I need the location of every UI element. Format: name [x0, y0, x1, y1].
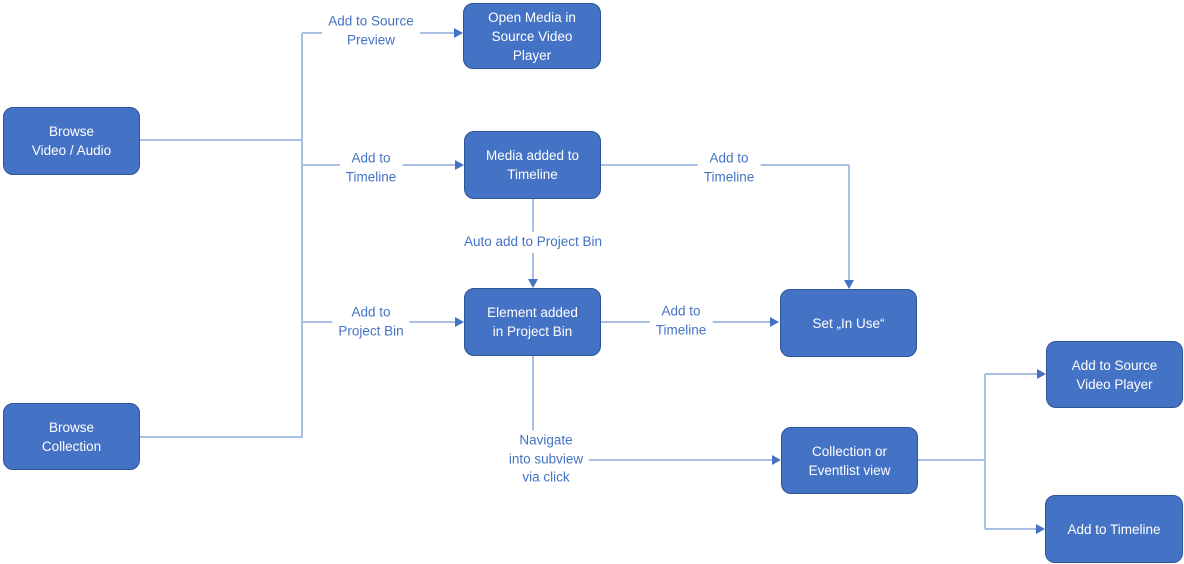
arrowhead-icon-into-open-media: [454, 27, 463, 38]
edge-label-auto-add-to-project-bin: Auto add to Project Bin: [457, 231, 609, 253]
connector-segment-right-branch-up: [985, 373, 1039, 375]
node-collection-eventlist-view: Collection or Eventlist view: [781, 427, 918, 494]
node-set-in-use: Set „In Use“: [780, 289, 917, 357]
connector-segment-collection-right: [918, 459, 986, 461]
node-browse-video-audio: Browse Video / Audio: [3, 107, 140, 175]
connector-segment-element-down: [532, 356, 534, 460]
connector-segment-trunk-vertical: [301, 33, 303, 437]
edge-label-navigate-into-subview: Navigate into subview via click: [502, 430, 590, 488]
edge-label-add-to-timeline-branch: Add to Timeline: [339, 148, 403, 188]
arrowhead-icon-into-element-added: [455, 316, 464, 327]
connector-segment-set-in-use-down: [848, 165, 850, 282]
connector-segment-browse-video-connector: [140, 139, 303, 141]
edge-label-add-to-project-bin: Add to Project Bin: [332, 302, 410, 342]
arrowhead-icon-into-add-timeline: [1036, 523, 1045, 534]
connector-segment-browse-collection-connector: [140, 436, 303, 438]
arrowhead-icon-into-element-from-top: [527, 279, 538, 288]
arrowhead-icon-into-media-added: [455, 159, 464, 170]
arrowhead-icon-into-set-in-use-left: [770, 316, 779, 327]
connector-segment-right-branch-vertical: [984, 374, 986, 529]
node-media-added-timeline: Media added to Timeline: [464, 131, 601, 199]
node-element-added-project-bin: Element added in Project Bin: [464, 288, 601, 356]
edge-label-add-to-source-preview: Add to Source Preview: [322, 11, 420, 51]
connector-segment-right-branch-down: [985, 528, 1038, 530]
arrowhead-icon-into-collection-view: [772, 454, 781, 465]
edge-label-add-to-timeline-element: Add to Timeline: [649, 301, 713, 341]
arrowhead-icon-into-set-in-use-top: [843, 280, 854, 289]
arrowhead-icon-into-add-source-player: [1037, 368, 1046, 379]
node-add-to-source-video-player: Add to Source Video Player: [1046, 341, 1183, 408]
edge-label-add-to-timeline-media: Add to Timeline: [697, 148, 761, 188]
node-open-media-source-player: Open Media in Source Video Player: [463, 3, 601, 69]
connector-segment-navigate-right: [533, 459, 774, 461]
node-add-to-timeline: Add to Timeline: [1045, 495, 1183, 563]
node-browse-collection: Browse Collection: [3, 403, 140, 470]
